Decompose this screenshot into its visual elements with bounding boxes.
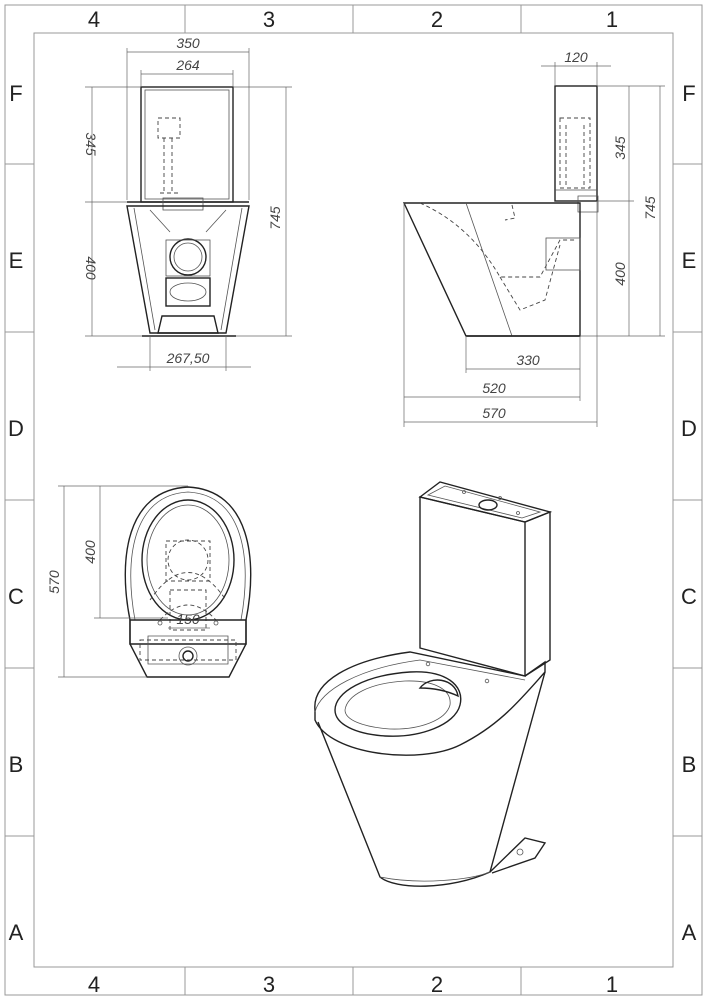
column-label-top: 1 [606,7,618,32]
column-label-bottom: 1 [606,972,618,997]
dim-side-tank-depth-120: 120 [564,49,588,65]
dim-top-outlet-400: 400 [82,540,98,564]
dim-side-total-745: 745 [642,196,658,220]
dim-side-depth-520: 520 [482,380,506,396]
column-label-top: 4 [88,7,100,32]
row-label-right: A [682,920,697,945]
dim-front-base-26750: 267,50 [166,350,210,366]
dim-front-tank-345: 345 [83,132,99,156]
side-view: 120 345 745 400 330 520 570 [402,49,665,427]
row-label-right: B [682,752,697,777]
row-label-left: F [9,81,22,106]
isometric-view [314,481,553,887]
frame-ticks [5,5,702,995]
row-label-right: F [682,81,695,106]
dim-front-total-745: 745 [267,206,283,230]
row-label-right: D [681,416,697,441]
row-label-left: E [9,248,24,273]
row-label-left: C [8,584,24,609]
dim-side-base-330: 330 [516,352,540,368]
dim-side-tank-345: 345 [612,136,628,160]
dim-top-total-570: 570 [46,570,62,594]
column-label-bottom: 3 [263,972,275,997]
column-label-top: 3 [263,7,275,32]
front-view: 350 264 345 400 745 267,50 [83,35,292,371]
dim-side-depth-570: 570 [482,405,506,421]
drawing-frame [33,32,674,968]
row-label-left: A [9,920,24,945]
dim-front-width-264: 264 [175,57,200,73]
top-view: 570 400 150 [46,485,252,678]
row-label-left: B [9,752,24,777]
column-label-bottom: 4 [88,972,100,997]
column-label-bottom: 2 [431,972,443,997]
dim-side-bowl-400: 400 [612,262,628,286]
row-label-right: C [681,584,697,609]
dim-front-width-350: 350 [176,35,200,51]
row-label-right: E [682,248,697,273]
column-label-top: 2 [431,7,443,32]
dim-front-bowl-400: 400 [83,256,99,280]
dim-top-outlet-150: 150 [176,611,200,627]
row-label-left: D [8,416,24,441]
